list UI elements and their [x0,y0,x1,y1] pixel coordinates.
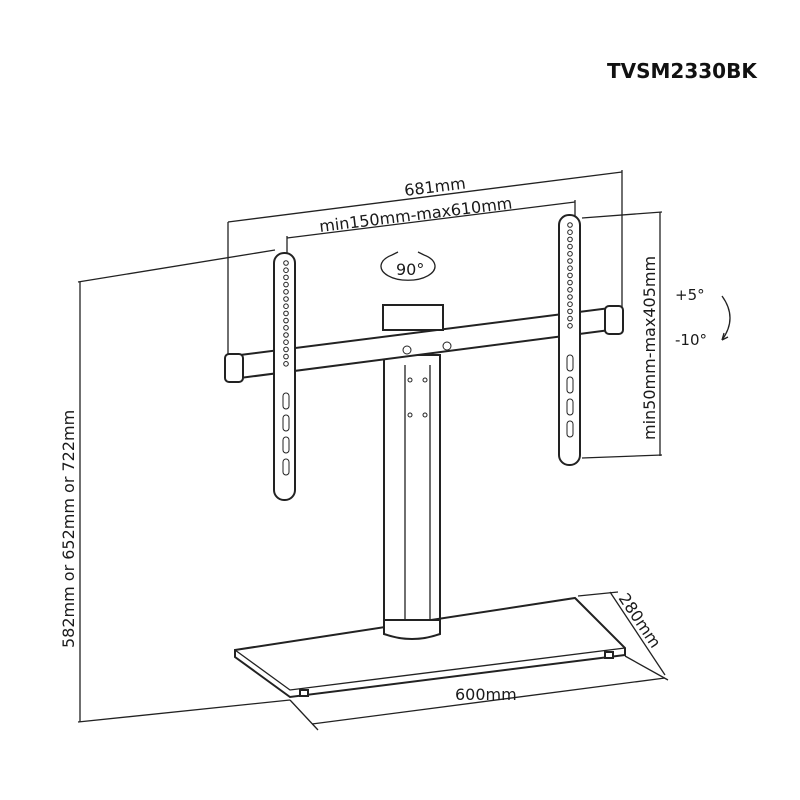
mounting-slot [566,398,574,416]
mounting-hole [567,236,573,243]
mounting-hole [283,260,289,266]
mounting-hole [567,251,573,257]
tilt-up-label: +5° [675,286,705,304]
mounting-hole [567,265,573,272]
mounting-hole [567,301,573,308]
mounting-slot [282,458,290,476]
mounting-hole [283,339,289,346]
base-width-dimension: 600mm [289,655,669,731]
mounting-hole [567,323,573,329]
mounting-hole [567,315,573,322]
vesa-vertical-dimension: min50mm-max405mm [581,211,663,459]
base-plate [234,596,626,699]
mounting-hole [567,229,573,235]
mounting-hole [283,274,289,281]
mounting-slot [282,436,290,454]
mounting-hole [283,317,289,324]
mounting-slot [282,414,290,432]
mounting-hole [283,296,289,302]
height-dimension: 582mm or 652mm or 722mm [59,249,291,723]
mounting-hole [283,281,289,288]
vesa-horizontal-label: min150mm-max610mm [318,193,513,236]
mounting-hole [567,258,573,264]
mounting-hole [283,325,289,331]
base-depth-label: 280mm [615,590,665,652]
vesa-vertical-label: min50mm-max405mm [640,256,659,440]
mounting-slot [566,420,574,438]
column [383,354,441,626]
mounting-hole [283,353,289,360]
rotation-label: 90° [396,260,424,279]
overall-width-label: 681mm [403,174,467,200]
mounting-hole [567,243,573,250]
crossbar [224,304,624,383]
mounting-hole [567,279,573,286]
mounting-hole [283,346,289,353]
vesa-horizontal-dimension: min150mm-max610mm [286,193,576,256]
mounting-hole [567,294,573,300]
right-vesa-bracket [558,214,581,466]
base-width-label: 600mm [455,685,517,704]
mounting-hole [283,361,289,367]
mounting-hole [283,310,289,317]
mounting-hole [567,287,573,293]
mounting-hole [283,289,289,295]
mounting-hole [567,222,573,228]
mounting-hole [283,303,289,310]
mounting-hole [567,272,573,279]
mounting-slot [282,392,290,410]
left-vesa-bracket [273,252,296,501]
mounting-hole [283,267,289,274]
tilt-down-label: -10° [675,331,707,349]
height-label: 582mm or 652mm or 722mm [59,410,78,648]
mounting-slot [566,354,574,372]
rotation-indicator: 90° [380,251,436,281]
tilt-indicator: +5° -10° [675,286,731,349]
mounting-slot [566,376,574,394]
mounting-hole [567,308,573,315]
model-title: TVSM2330BK [607,59,758,83]
mounting-hole [283,332,289,338]
